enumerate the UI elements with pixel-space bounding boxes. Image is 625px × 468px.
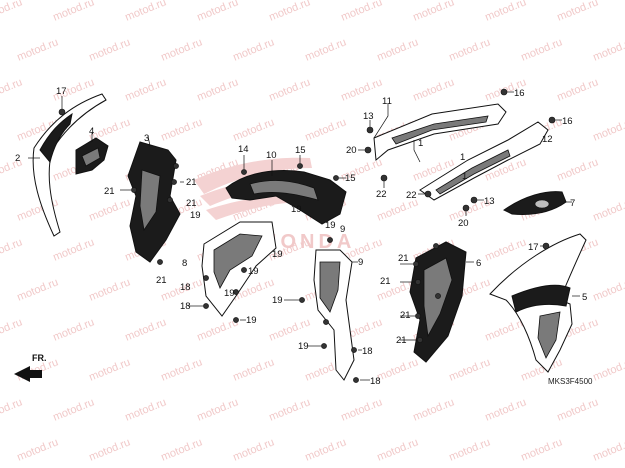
part-9-right-inner-panel[interactable] (313, 249, 358, 381)
callout-label: 13 (484, 196, 495, 207)
part-11-stay[interactable] (373, 103, 507, 161)
callout-label: 18 (370, 376, 381, 387)
callout-label: 1 (418, 138, 423, 149)
callout-label: 17 (56, 86, 67, 97)
callout-label: 18 (362, 346, 373, 357)
callout-label: 13 (363, 111, 374, 122)
fastener-20-top (358, 146, 372, 154)
part-8-lower-inner-panel[interactable] (201, 221, 277, 317)
callout-label: 20 (458, 218, 469, 229)
callout-label: 21 (104, 186, 115, 197)
callout-label: 21 (380, 276, 391, 287)
callout-label: 18 (180, 282, 191, 293)
callout-label: 9 (358, 257, 363, 268)
callout-label: 16 (562, 116, 573, 127)
callout-label: 16 (514, 88, 525, 99)
fastener-15-top (297, 155, 303, 169)
callout-label: 18 (180, 301, 191, 312)
fasteners-9-18 (284, 237, 370, 383)
fastener-13-top (366, 120, 374, 134)
callout-label: 12 (542, 134, 553, 145)
fasteners-21-right (400, 243, 441, 343)
callout-label: 21 (398, 253, 409, 264)
fastener-17-right (540, 242, 550, 250)
callout-label: 8 (182, 258, 187, 269)
front-arrow-label: FR. (32, 353, 47, 363)
callout-label: 15 (295, 145, 306, 156)
callout-label: 2 (15, 153, 20, 164)
fastener-22-left (380, 174, 388, 188)
honda-logo-text: HONDA (262, 231, 355, 253)
callout-label: 21 (186, 177, 197, 188)
callout-label: 17 (528, 242, 539, 253)
fastener-14 (241, 155, 247, 175)
callout-label: 6 (476, 258, 481, 269)
fasteners-19-center (188, 267, 247, 323)
front-direction-arrow (14, 366, 42, 382)
fastener-17a (58, 108, 66, 116)
callout-label: 21 (396, 335, 407, 346)
fastener-16-right (548, 116, 562, 124)
callout-label: 19 (272, 249, 283, 260)
callout-labels: 17 2 4 3 21 21 21 21 19 14 10 15 15 19 1… (15, 86, 587, 387)
fastener-15-right (333, 175, 346, 181)
fastener-16-top (500, 88, 514, 96)
callout-label: 1 (460, 152, 465, 163)
part-3-inner-panel[interactable] (127, 135, 181, 263)
callout-label: 11 (382, 96, 392, 107)
fastener-20-mid (462, 204, 470, 216)
part-10-center-duct[interactable] (225, 160, 347, 225)
part-5-side-cowl[interactable] (489, 233, 587, 373)
callout-label: 1 (462, 171, 467, 182)
callout-label: 4 (89, 126, 94, 137)
callout-label: 19 (298, 341, 309, 352)
callout-label: 22 (406, 190, 417, 201)
part-7-wing-panel[interactable] (503, 191, 572, 215)
callout-label: 19 (291, 204, 302, 215)
part-12-stay[interactable] (413, 121, 549, 201)
part-4-bracket[interactable] (75, 132, 109, 175)
callout-label: 15 (345, 173, 356, 184)
callout-label: 19 (325, 220, 336, 231)
callout-label: 3 (144, 133, 149, 144)
callout-label: 19 (272, 295, 283, 306)
fasteners-21-left (120, 163, 184, 265)
part-2-cowl-strip[interactable] (28, 93, 107, 237)
callout-label: 19 (224, 288, 235, 299)
callout-label: 14 (238, 144, 249, 155)
callout-label: 22 (376, 189, 387, 200)
part-6-right-panel[interactable] (409, 241, 474, 363)
fastener-13-mid (470, 196, 484, 204)
callout-label: 7 (570, 198, 575, 209)
callout-label: 21 (400, 310, 411, 321)
callout-label: 21 (186, 198, 197, 209)
callout-label: 20 (346, 145, 357, 156)
diagram-code: MKS3F4500 (548, 377, 593, 386)
callout-label: 5 (582, 292, 587, 303)
callout-label: 19 (248, 266, 259, 277)
callout-label: 19 (246, 315, 257, 326)
fastener-22-mid (418, 190, 432, 198)
callout-label: 19 (190, 210, 201, 221)
callout-label: 10 (266, 150, 277, 161)
callout-label: 21 (156, 275, 167, 286)
callout-label: 9 (340, 224, 345, 235)
